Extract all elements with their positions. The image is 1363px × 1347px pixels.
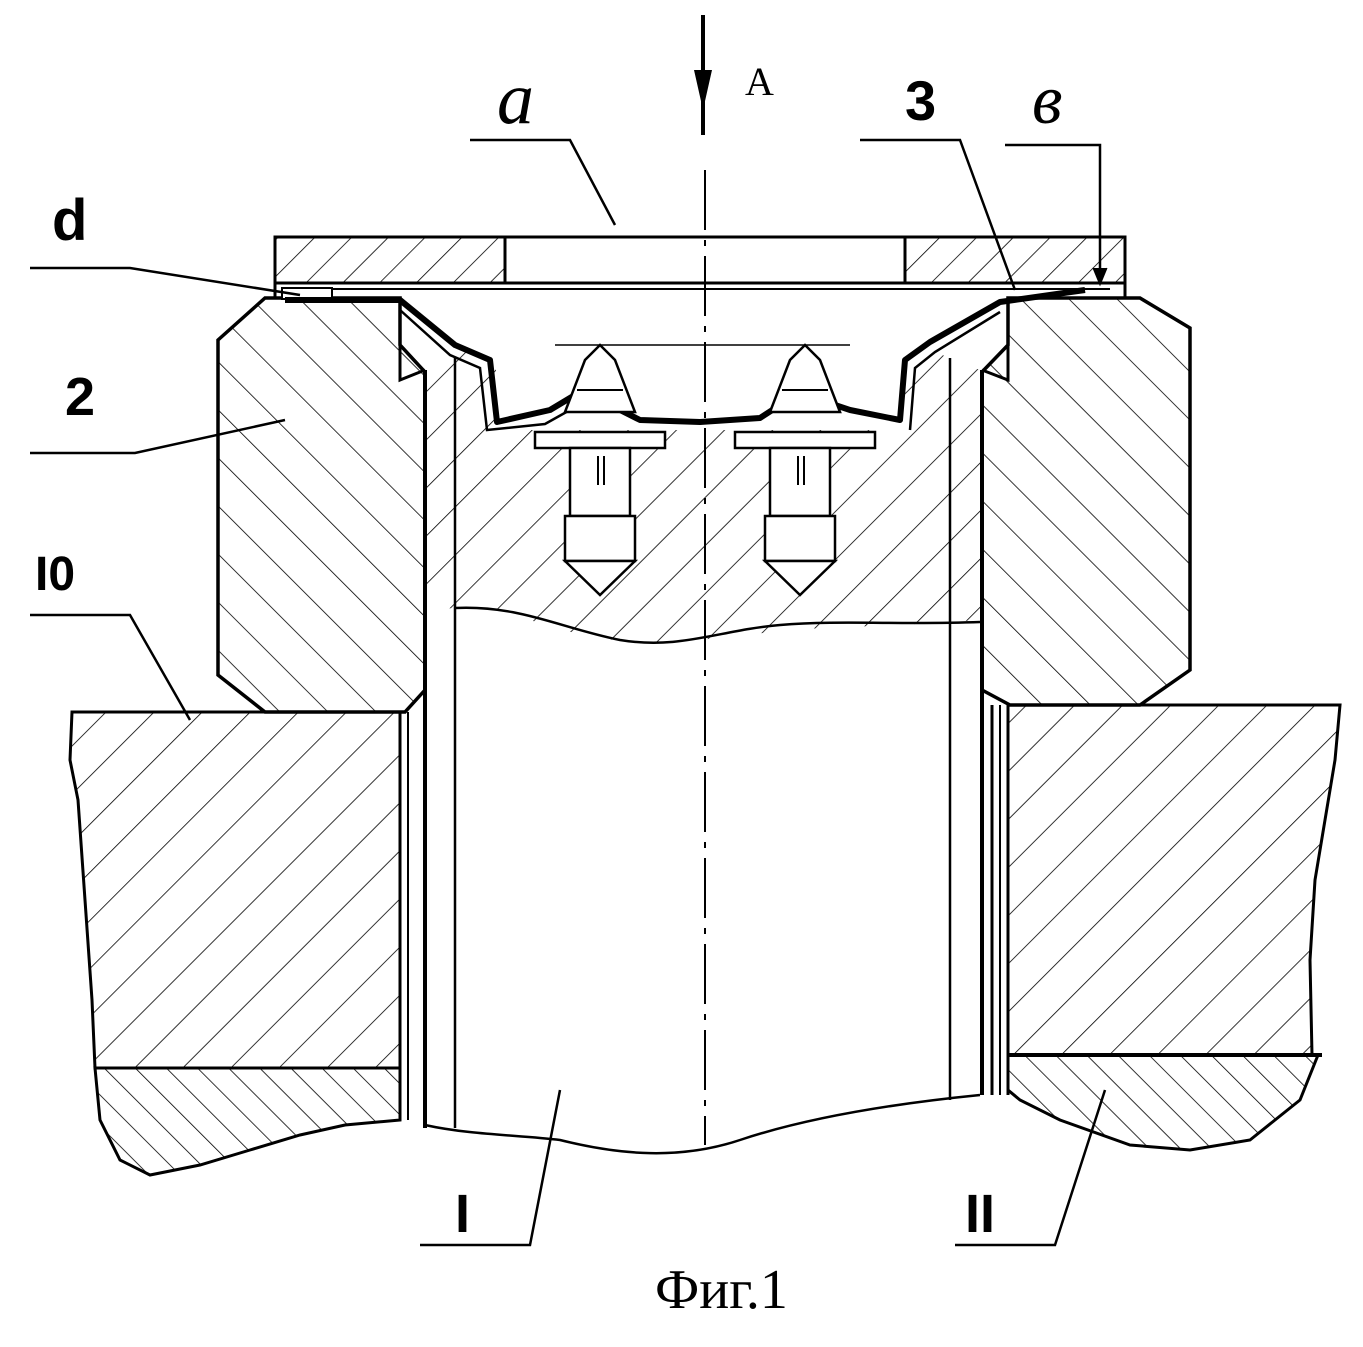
figure-caption: Фиг.1	[655, 1259, 788, 1321]
label-b: в	[1032, 62, 1062, 139]
base-plate-left	[70, 712, 400, 1175]
label-3: 3	[905, 69, 936, 132]
direction-arrow	[694, 15, 712, 135]
label-d: d	[52, 188, 87, 253]
cover-plate	[275, 237, 1125, 299]
label-11: II	[965, 1184, 995, 1244]
base-plate-right	[1008, 705, 1340, 1150]
label-a: a	[497, 58, 534, 140]
nut-right	[982, 298, 1190, 705]
view-label-a: A	[745, 59, 774, 104]
label-2: 2	[65, 367, 95, 427]
label-1: I	[455, 1184, 470, 1244]
label-10: I0	[35, 548, 75, 601]
nut-left	[218, 298, 425, 712]
